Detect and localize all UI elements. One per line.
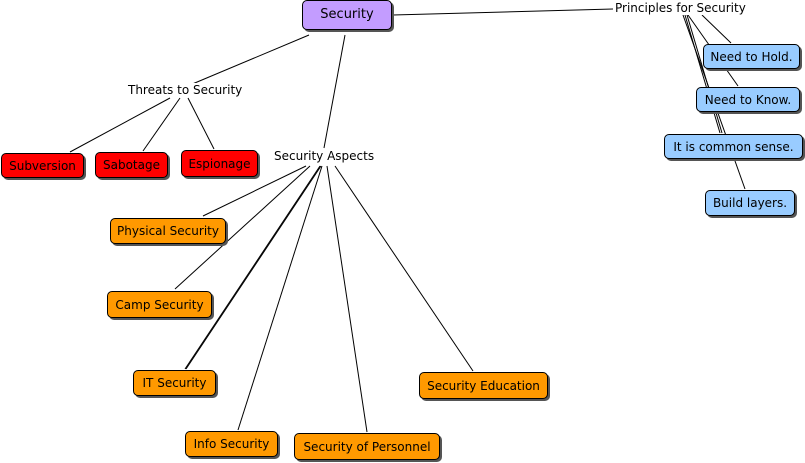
link-principles-common xyxy=(684,14,721,134)
node-physical-security[interactable]: Physical Security xyxy=(110,218,226,244)
link-threats-espionage xyxy=(187,97,215,150)
label-principles-for-security: Principles for Security xyxy=(613,1,748,15)
node-sabotage[interactable]: Sabotage xyxy=(95,152,168,178)
link-root-aspects xyxy=(323,34,346,149)
node-need-to-know[interactable]: Need to Know. xyxy=(696,87,800,112)
node-subversion[interactable]: Subversion xyxy=(1,153,84,178)
node-espionage[interactable]: Espionage xyxy=(181,150,258,177)
link-aspects-physical xyxy=(202,165,307,217)
node-camp-security[interactable]: Camp Security xyxy=(107,291,212,318)
link-aspects-it xyxy=(184,165,321,370)
node-info-security[interactable]: Info Security xyxy=(185,431,278,457)
node-security-of-personnel[interactable]: Security of Personnel xyxy=(294,433,440,460)
link-root-principles xyxy=(392,8,614,16)
label-security-aspects: Security Aspects xyxy=(272,149,377,163)
link-aspects-info xyxy=(237,165,323,431)
node-need-to-hold[interactable]: Need to Hold. xyxy=(703,44,800,69)
node-it-security[interactable]: IT Security xyxy=(133,370,216,396)
link-principles-hold xyxy=(701,14,732,44)
link-threats-sabotage xyxy=(142,97,181,152)
node-build-layers[interactable]: Build layers. xyxy=(705,190,795,216)
node-it-is-common-sense[interactable]: It is common sense. xyxy=(664,134,803,159)
link-aspects-it-double xyxy=(185,165,322,370)
link-aspects-camp xyxy=(174,165,311,290)
link-aspects-education xyxy=(334,165,474,372)
label-threats-to-security: Threats to Security xyxy=(126,83,245,97)
link-threats-subversion xyxy=(69,97,171,153)
node-security[interactable]: Security xyxy=(302,0,392,30)
link-root-threats xyxy=(189,34,310,86)
link-aspects-personnel xyxy=(326,165,368,433)
node-security-education[interactable]: Security Education xyxy=(419,372,548,399)
